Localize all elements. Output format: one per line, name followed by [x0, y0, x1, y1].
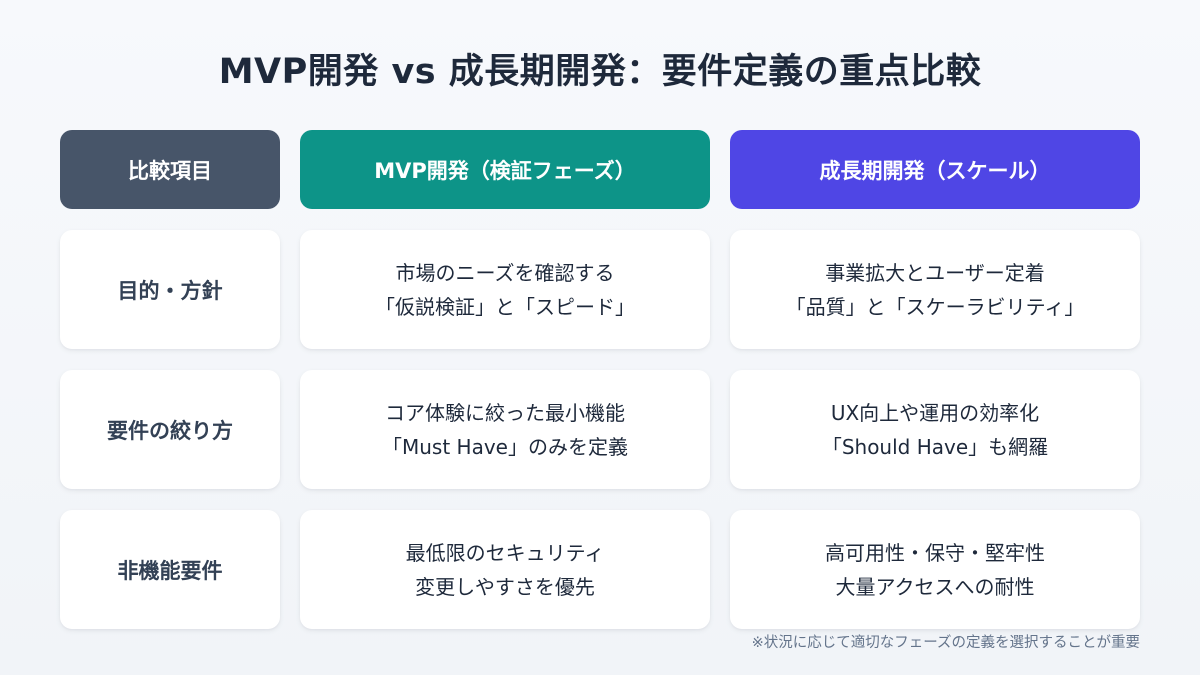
- growth-requirement-scope-card: UX向上や運用の効率化 「Should Have」も網羅: [730, 370, 1140, 489]
- growth-non-functional-card: 高可用性・保守・堅牢性 大量アクセスへの耐性: [730, 510, 1140, 629]
- header-growth-development-label: 成長期開発（スケール）: [819, 158, 1051, 183]
- row-label-requirement-scope: 要件の絞り方: [60, 370, 280, 489]
- card-line: 大量アクセスへの耐性: [835, 574, 1035, 599]
- card-line: 「品質」と「スケーラビリティ」: [785, 294, 1085, 319]
- mvp-purpose-card: 市場のニーズを確認する 「仮説検証」と「スピード」: [300, 230, 710, 349]
- row-label-text: 非機能要件: [117, 558, 223, 583]
- row-label-purpose: 目的・方針: [60, 230, 280, 349]
- header-comparison-item-label: 比較項目: [128, 158, 212, 183]
- card-line: 事業拡大とユーザー定着: [825, 260, 1045, 285]
- mvp-requirement-scope-card: コア体験に絞った最小機能 「Must Have」のみを定義: [300, 370, 710, 489]
- header-comparison-item: 比較項目: [60, 130, 280, 209]
- card-line: 最低限のセキュリティ: [405, 540, 605, 565]
- card-line: 市場のニーズを確認する: [395, 260, 615, 285]
- header-mvp-development: MVP開発（検証フェーズ）: [300, 130, 710, 209]
- card-line: 高可用性・保守・堅牢性: [825, 540, 1045, 565]
- header-mvp-development-label: MVP開発（検証フェーズ）: [374, 158, 636, 183]
- card-line: 「Must Have」のみを定義: [382, 434, 628, 459]
- footnote: ※状況に応じて適切なフェーズの定義を選択することが重要: [751, 635, 1140, 651]
- row-label-non-functional: 非機能要件: [60, 510, 280, 629]
- card-line: 変更しやすさを優先: [415, 574, 595, 599]
- header-growth-development: 成長期開発（スケール）: [730, 130, 1140, 209]
- card-line: 「仮説検証」と「スピード」: [375, 294, 635, 319]
- card-line: コア体験に絞った最小機能: [385, 400, 625, 425]
- page-title: MVP開発 vs 成長期開発：要件定義の重点比較: [218, 52, 982, 92]
- mvp-non-functional-card: 最低限のセキュリティ 変更しやすさを優先: [300, 510, 710, 629]
- card-line: UX向上や運用の効率化: [830, 400, 1040, 425]
- row-label-text: 要件の絞り方: [107, 418, 233, 443]
- row-label-text: 目的・方針: [117, 278, 223, 303]
- card-line: 「Should Have」も網羅: [821, 434, 1049, 459]
- growth-purpose-card: 事業拡大とユーザー定着 「品質」と「スケーラビリティ」: [730, 230, 1140, 349]
